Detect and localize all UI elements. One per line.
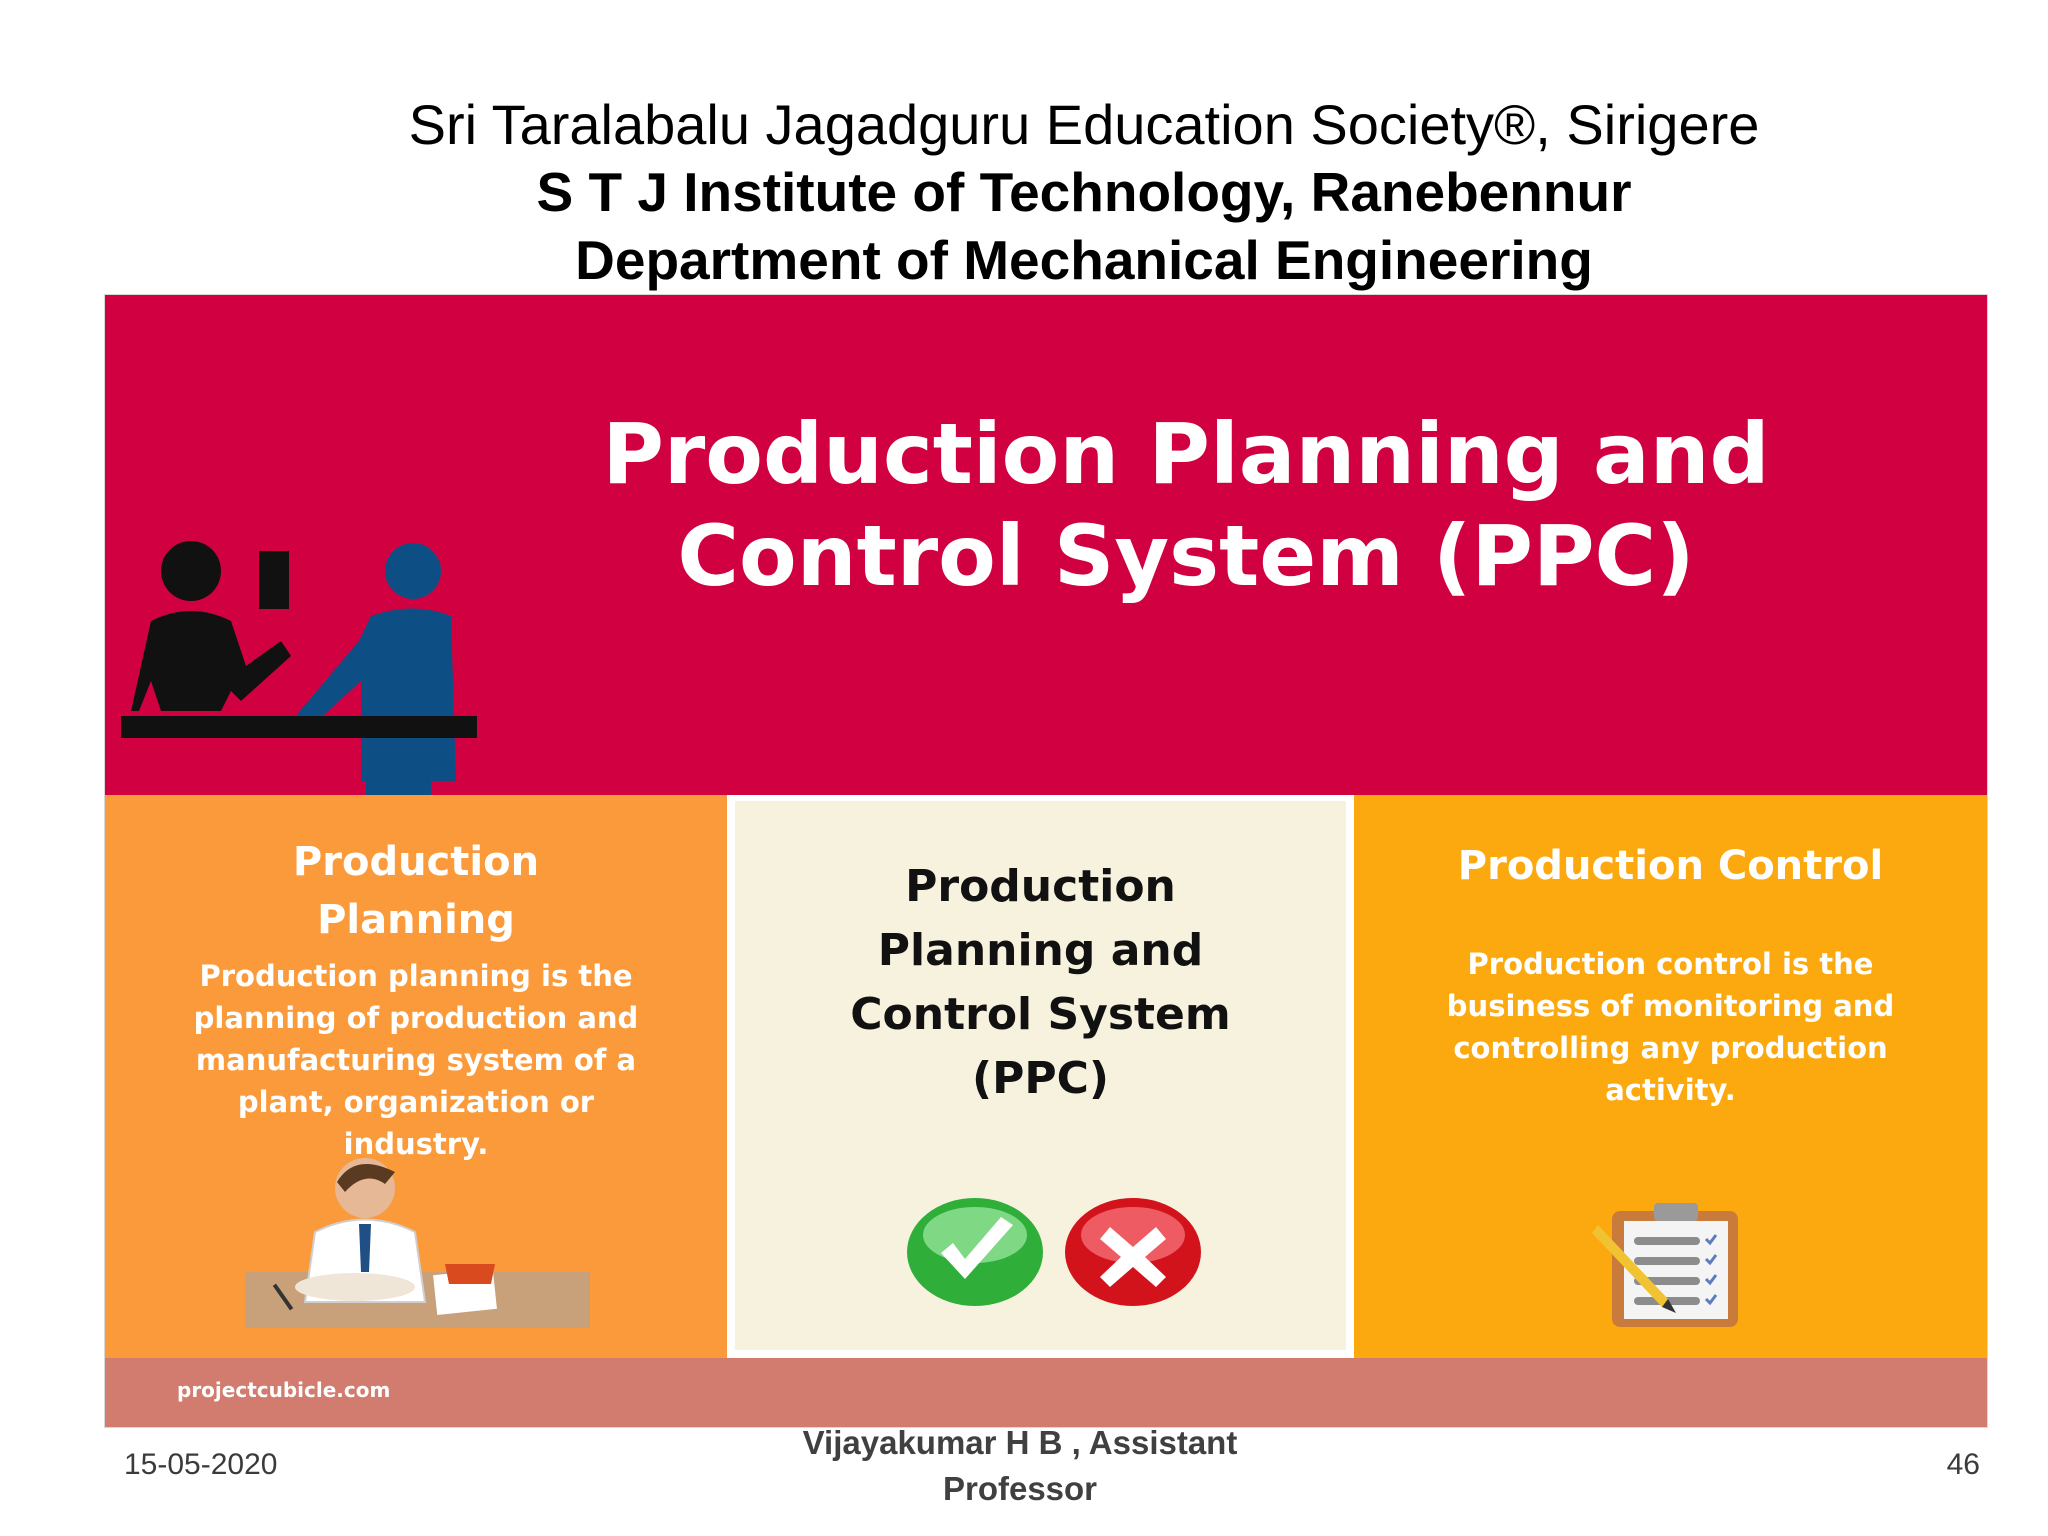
check-icon [907,1198,1043,1306]
clipboard-checklist-icon [1592,1203,1738,1327]
body-line: planning of production and [193,1001,639,1035]
institute-name: S T J Institute of Technology, Ranebennu… [536,161,1632,223]
heading-line: Planning and [877,925,1204,976]
society-name: Sri Taralabalu Jagadguru Education Socie… [408,93,1760,156]
ppc-summary-heading: Production Planning and Control System (… [727,855,1354,1111]
production-planning-text: Production planning is the planning of p… [125,955,707,1165]
author-line: Vijayakumar H B , Assistant [802,1424,1238,1461]
production-control-text: Production control is the business of mo… [1374,943,1967,1111]
ppc-infographic: Production Planning and Control System (… [104,294,1988,1428]
title-line-2: Control System (PPC) [677,507,1695,605]
body-line: Production control is the [1467,947,1874,981]
ppc-summary-panel: Production Planning and Control System (… [727,795,1354,1358]
heading-line: (PPC) [971,1053,1109,1104]
source-credit: projectcubicle.com [177,1378,391,1402]
infographic-footer-bar: projectcubicle.com [105,1358,1987,1427]
body-line: controlling any production [1453,1031,1888,1065]
body-line: business of monitoring and [1446,989,1895,1023]
body-line: industry. [343,1127,489,1161]
slide-number: 46 [1946,1448,1980,1481]
infographic-title: Production Planning and Control System (… [105,403,1987,607]
heading-line: Planning [317,897,515,943]
stressed-worker-icon [245,1158,590,1328]
production-control-heading: Production Control [1457,843,1884,889]
production-planning-panel: Production Planning Production planning … [105,795,727,1358]
body-line: plant, organization or [237,1085,595,1119]
heading-line: Control System [850,989,1231,1040]
slide-date: 15-05-2020 [124,1448,278,1481]
body-line: manufacturing system of a [195,1043,637,1077]
body-line: Production planning is the [199,959,633,993]
author-line: Professor [942,1470,1098,1507]
body-line: activity. [1605,1073,1736,1107]
heading-line: Production [292,839,540,885]
title-line-1: Production Planning and [602,405,1770,503]
cross-icon [1065,1198,1201,1306]
slide-author: Vijayakumar H B , Assistant Professor [760,1420,1280,1512]
department-name: Department of Mechanical Engineering [575,229,1593,291]
heading-line: Production [905,861,1176,912]
production-control-panel: Production Control Production control is… [1354,795,1987,1358]
production-planning-heading: Production Planning [105,833,727,949]
check-cross-icons [907,1198,1201,1306]
